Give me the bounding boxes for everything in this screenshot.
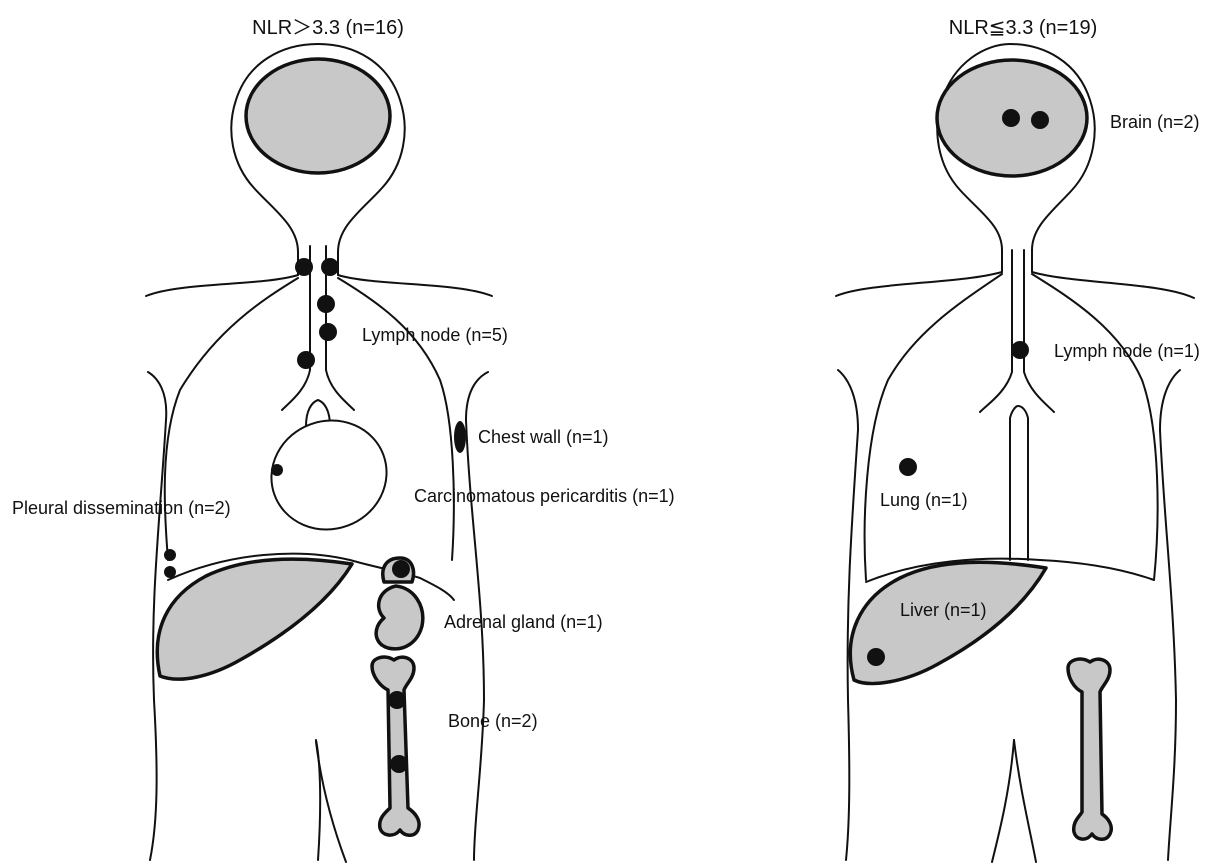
panel-title: NLR＞3.3 (n=16)	[252, 17, 404, 39]
torso-outline	[146, 275, 492, 296]
label-lung: Lung (n=1)	[880, 490, 968, 510]
label-brain: Brain (n=2)	[1110, 112, 1200, 132]
lesion-dot	[899, 458, 917, 476]
right-side-outline	[1160, 370, 1180, 860]
label-bone: Bone (n=2)	[448, 711, 538, 731]
trachea-outline	[282, 246, 354, 410]
lesion-dot	[297, 351, 315, 369]
label-lymph-node: Lymph node (n=5)	[362, 325, 508, 345]
torso-outline	[836, 272, 1194, 298]
lung-outline	[865, 274, 1002, 580]
femur-bone	[372, 657, 419, 835]
lesion-dot	[1031, 111, 1049, 129]
liver-organ	[850, 562, 1046, 683]
leg-outline	[1014, 740, 1036, 862]
panel-low-nlr: NLR≦3.3 (n=19) Brain (n=2)	[836, 17, 1200, 862]
lesion-dot	[390, 755, 408, 773]
lesion-dot	[1002, 109, 1020, 127]
lesion-dot	[164, 566, 176, 578]
femur-bone	[1068, 659, 1111, 839]
leg-outline	[992, 740, 1014, 862]
lung-outline	[1032, 274, 1158, 580]
lesion-dot	[388, 691, 406, 709]
panel-high-nlr: NLR＞3.3 (n=16)	[12, 17, 675, 862]
lesion-dot	[1011, 341, 1029, 359]
lesion-dot	[319, 323, 337, 341]
label-pleural: Pleural dissemination (n=2)	[12, 498, 231, 518]
lesion-dot	[454, 421, 466, 453]
panel-title: NLR≦3.3 (n=19)	[949, 17, 1098, 39]
liver-organ	[157, 559, 352, 679]
label-chest-wall: Chest wall (n=1)	[478, 427, 609, 447]
left-side-outline	[838, 370, 858, 860]
bronchus-outline	[1010, 406, 1028, 560]
label-pericarditis: Carcinomatous pericarditis (n=1)	[414, 486, 675, 506]
lesion-dot	[164, 549, 176, 561]
label-liver: Liver (n=1)	[900, 600, 987, 620]
brain-organ	[246, 59, 390, 173]
lesion-dot	[867, 648, 885, 666]
label-adrenal: Adrenal gland (n=1)	[444, 612, 603, 632]
lesion-dot	[317, 295, 335, 313]
lesion-dot	[392, 560, 410, 578]
lesion-dot	[321, 258, 339, 276]
label-lymph-node: Lymph node (n=1)	[1054, 341, 1200, 361]
lesion-dot	[271, 464, 283, 476]
lesion-dot	[295, 258, 313, 276]
kidney-organ	[376, 586, 423, 649]
